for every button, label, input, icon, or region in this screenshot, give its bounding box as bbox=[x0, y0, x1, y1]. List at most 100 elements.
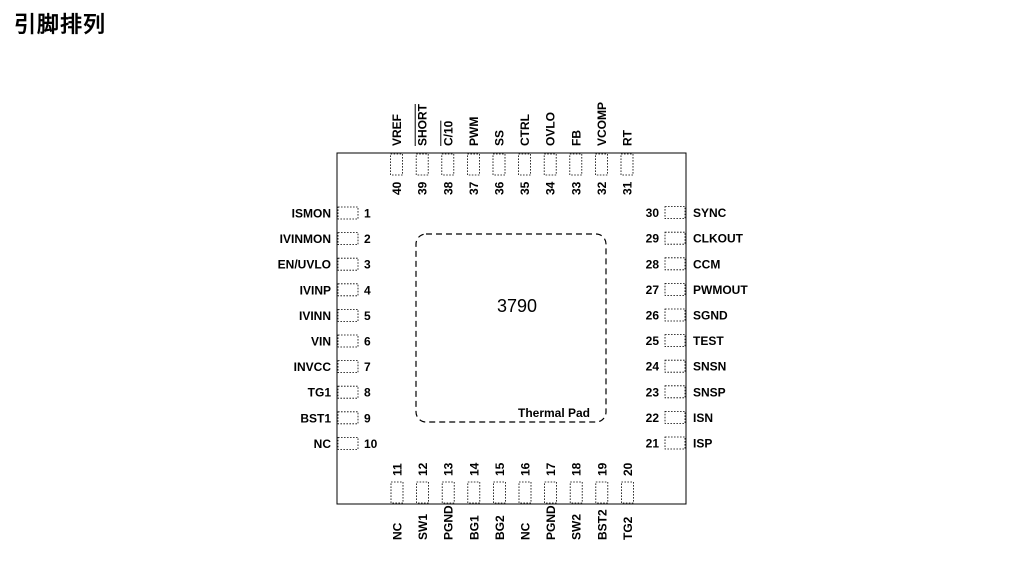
pin-pad-35 bbox=[518, 153, 531, 176]
pin-label-2: IVINMON bbox=[280, 232, 331, 246]
pin-pad-8 bbox=[337, 385, 359, 399]
pin-number-4: 4 bbox=[364, 283, 371, 297]
pin-pad-2 bbox=[337, 232, 359, 246]
page-title: 引脚排列 bbox=[14, 13, 107, 38]
pin-pad-23 bbox=[664, 385, 686, 399]
pin-pad-26 bbox=[664, 308, 686, 322]
pin-label-33: FB bbox=[569, 130, 583, 146]
pin-number-9: 9 bbox=[364, 411, 371, 425]
pin-number-38: 38 bbox=[441, 181, 455, 195]
pin-number-34: 34 bbox=[544, 181, 558, 195]
pin-label-32: VCOMP bbox=[595, 102, 609, 146]
pin-pad-15 bbox=[492, 481, 506, 504]
pin-label-38: C/10 bbox=[441, 120, 455, 146]
pin-label-7: INVCC bbox=[294, 360, 332, 374]
pin-label-6: VIN bbox=[311, 335, 331, 349]
pin-pad-39 bbox=[415, 153, 429, 176]
pin-label-9: BST1 bbox=[300, 411, 331, 425]
pin-label-30: SYNC bbox=[693, 206, 727, 220]
part-number: 3790 bbox=[497, 296, 537, 316]
pin-label-21: ISP bbox=[693, 437, 712, 451]
pin-label-18: SW2 bbox=[570, 514, 584, 540]
pin-pad-22 bbox=[664, 410, 686, 424]
pin-label-19: BST2 bbox=[595, 509, 609, 540]
pin-number-6: 6 bbox=[364, 335, 371, 349]
pin-pad-10 bbox=[337, 436, 359, 450]
pin-number-11: 11 bbox=[391, 463, 405, 476]
pin-number-15: 15 bbox=[493, 462, 507, 476]
pin-number-7: 7 bbox=[364, 360, 371, 374]
pin-number-33: 33 bbox=[569, 181, 583, 195]
pin-pad-32 bbox=[595, 153, 608, 176]
pin-number-18: 18 bbox=[570, 462, 584, 476]
thermal-pad-label: Thermal Pad bbox=[518, 406, 590, 420]
pin-number-17: 17 bbox=[544, 462, 558, 476]
pin-label-28: CCM bbox=[693, 257, 720, 271]
pin-pad-20 bbox=[621, 481, 634, 504]
pin-number-27: 27 bbox=[646, 283, 660, 297]
pin-pad-27 bbox=[664, 282, 686, 296]
pin-pad-40 bbox=[390, 153, 404, 176]
pin-pad-25 bbox=[664, 334, 686, 348]
pin-pad-21 bbox=[664, 436, 686, 450]
pin-pad-7 bbox=[337, 360, 359, 374]
chip-body bbox=[336, 152, 687, 505]
pin-pad-36 bbox=[492, 153, 506, 176]
pin-pad-18 bbox=[569, 481, 583, 504]
pin-label-17: PGND bbox=[544, 505, 558, 540]
pin-pad-31 bbox=[620, 153, 634, 176]
pin-number-25: 25 bbox=[646, 334, 660, 348]
pin-number-28: 28 bbox=[646, 257, 660, 271]
pins-layer: 1ISMON2IVINMON3EN/UVLO4IVINP5IVINN6VIN7I… bbox=[278, 102, 749, 540]
pin-number-23: 23 bbox=[646, 385, 660, 399]
pin-label-37: PWM bbox=[467, 117, 481, 146]
pin-label-23: SNSP bbox=[693, 385, 726, 399]
pin-label-40: VREF bbox=[390, 114, 404, 146]
pin-number-31: 31 bbox=[621, 181, 635, 195]
pin-label-27: PWMOUT bbox=[693, 283, 748, 297]
pin-number-30: 30 bbox=[646, 206, 660, 220]
pin-pad-38 bbox=[441, 153, 455, 176]
pin-number-39: 39 bbox=[416, 181, 430, 195]
pin-pad-28 bbox=[664, 257, 686, 271]
pin-label-39: SHORT bbox=[416, 103, 430, 146]
pin-number-35: 35 bbox=[518, 181, 532, 195]
pin-pad-1 bbox=[337, 206, 359, 220]
pin-number-3: 3 bbox=[364, 258, 371, 272]
pin-label-36: SS bbox=[493, 130, 507, 146]
pin-number-36: 36 bbox=[493, 181, 507, 195]
pin-number-22: 22 bbox=[646, 411, 660, 425]
pin-label-29: CLKOUT bbox=[693, 232, 744, 246]
pin-label-12: SW1 bbox=[416, 514, 430, 540]
pin-pad-12 bbox=[416, 481, 430, 504]
pin-label-8: TG1 bbox=[308, 386, 332, 400]
pin-pad-6 bbox=[337, 334, 359, 348]
pin-pad-5 bbox=[337, 308, 359, 322]
pin-number-21: 21 bbox=[646, 437, 660, 451]
pin-label-20: TG2 bbox=[621, 516, 635, 540]
pin-number-2: 2 bbox=[364, 232, 371, 246]
pin-number-19: 19 bbox=[595, 462, 609, 476]
pin-pad-24 bbox=[664, 359, 686, 373]
pin-number-8: 8 bbox=[364, 386, 371, 400]
pin-pad-17 bbox=[544, 481, 557, 504]
pin-number-26: 26 bbox=[646, 309, 660, 323]
pin-pad-14 bbox=[467, 481, 481, 504]
pin-label-13: PGND bbox=[442, 505, 456, 540]
pin-pad-11 bbox=[390, 481, 404, 504]
pin-label-16: NC bbox=[519, 522, 533, 540]
pin-label-26: SGND bbox=[693, 309, 728, 323]
pin-label-22: ISN bbox=[693, 411, 713, 425]
pin-label-25: TEST bbox=[693, 334, 724, 348]
pin-label-35: CTRL bbox=[518, 114, 532, 146]
pin-pad-30 bbox=[664, 206, 686, 220]
pin-pad-34 bbox=[543, 153, 557, 176]
pin-label-14: BG1 bbox=[467, 515, 481, 540]
pin-pad-9 bbox=[337, 411, 359, 425]
pin-label-31: RT bbox=[621, 129, 635, 146]
pin-number-40: 40 bbox=[390, 181, 404, 195]
pin-number-16: 16 bbox=[519, 462, 533, 476]
pin-label-10: NC bbox=[314, 437, 332, 451]
pin-number-20: 20 bbox=[621, 462, 635, 476]
